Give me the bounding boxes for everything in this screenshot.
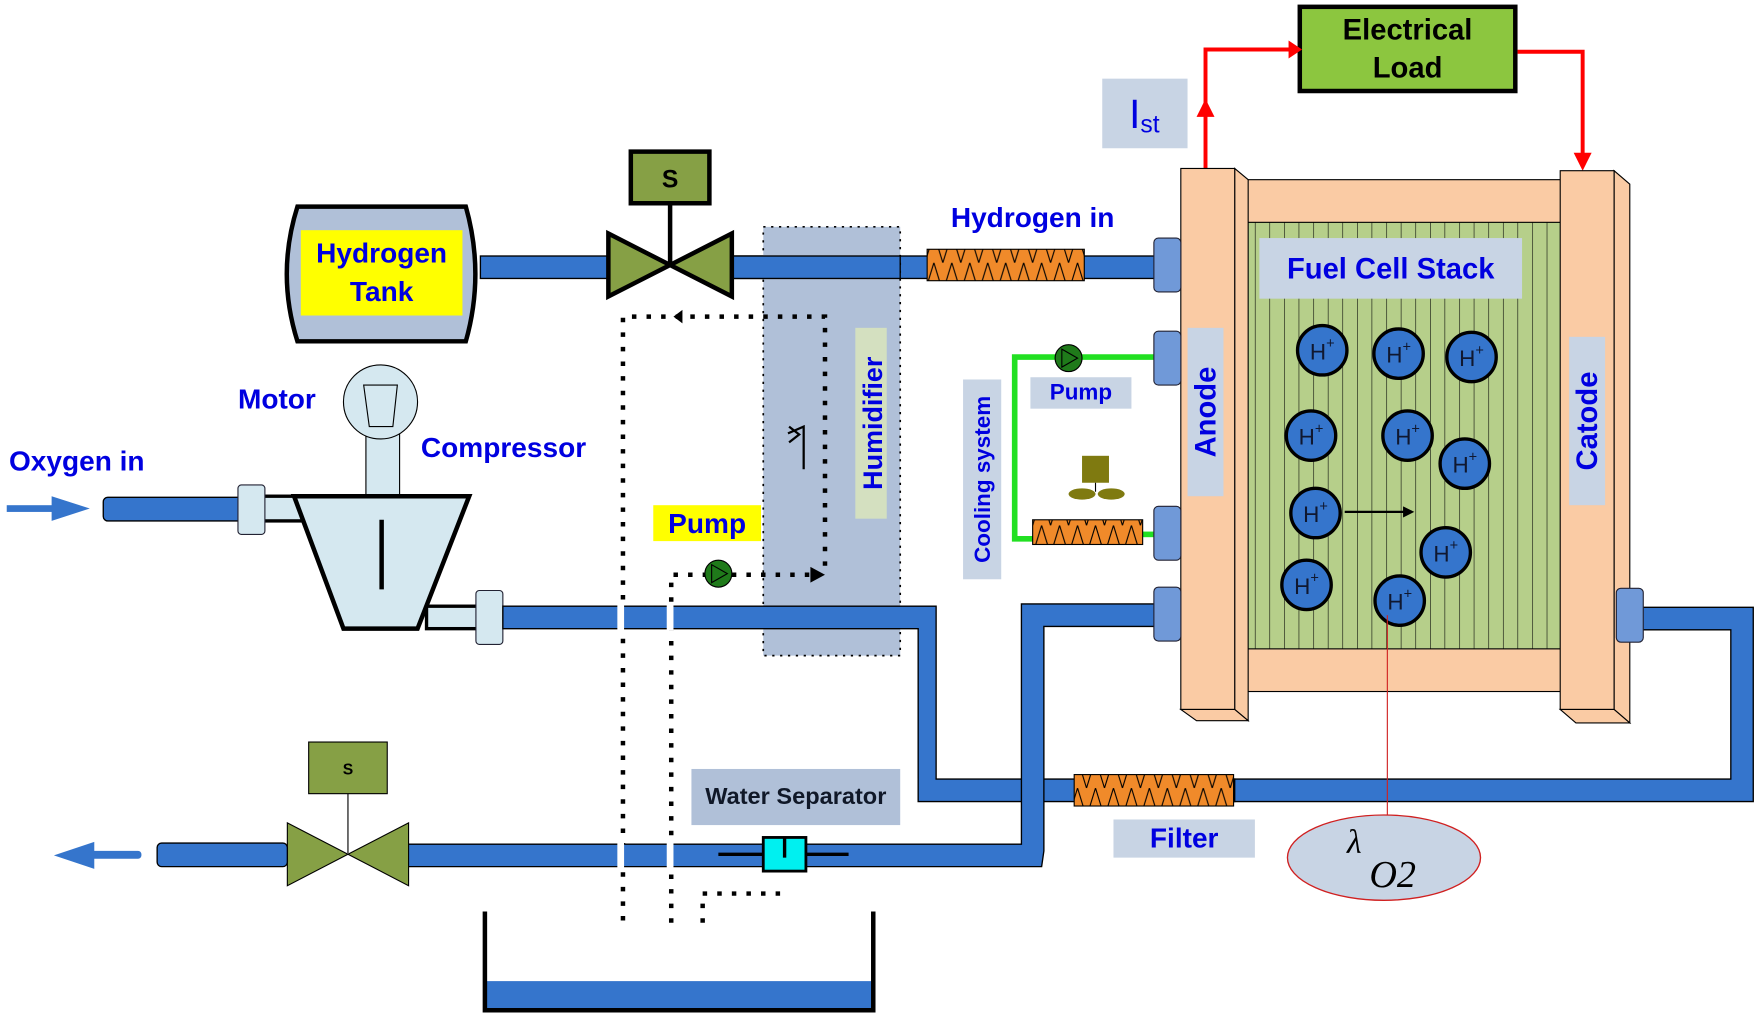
water-tank [482,911,876,1013]
hydrogen-ion: H+ [1289,486,1342,540]
ion-label: H+ [1303,499,1328,527]
arrow-up-icon [1196,98,1215,117]
current-label: I st [1102,78,1188,149]
hydrogen-ion: H+ [1381,409,1434,462]
filter [1073,774,1235,807]
current-wires [1203,47,1585,169]
hydrogen-in-label: Hydrogen in [951,202,1115,233]
arrow-right-icon [1288,40,1303,59]
cooling-pump[interactable] [1054,344,1083,373]
oxygen-excess-ratio: λ O2 [1286,814,1482,901]
cathode-outlet-pipe [1234,606,1754,803]
compressor [237,484,504,645]
fan-icon [1068,455,1125,500]
motor [342,364,419,497]
anode-label: Anode [1191,367,1223,458]
oxygen-in-pipe [102,496,250,522]
anode-exhaust-pipe [403,603,1157,868]
humidifier-pump-label: Pump [668,508,746,539]
exhaust-pipe [156,842,289,868]
hydrogen-ion: H+ [1419,525,1473,579]
hydrogen-ion: H+ [1372,327,1425,381]
solenoid-label-bottom: S [343,762,353,779]
fuel-cell-stack-label: Fuel Cell Stack [1287,253,1495,285]
electrical-load-label-1: Electrical [1343,14,1473,46]
humidifier: Humidifier [728,225,902,657]
filter-label: Filter [1150,823,1219,854]
water-separator: Water Separator [691,768,901,873]
solenoid-label-top: S [662,167,678,194]
hydrogen-tank: Hydrogen Tank [284,204,478,344]
stack-connectors [1153,237,1644,643]
hydrogen-ion: H+ [1373,574,1427,627]
hydrogen-pipe-1 [479,255,612,280]
hydrogen-tank-label-2: Tank [350,276,414,307]
exhaust-arrow-icon [53,841,142,869]
hydrogen-ion: H+ [1280,558,1333,612]
motor-label: Motor [238,384,316,415]
humidifier-pump[interactable]: Pump [653,505,762,588]
oxygen-in-label: Oxygen in [9,445,145,476]
hydrogen-heater [926,248,1085,282]
catode-label: Catode [1572,372,1604,471]
oxygen-in-arrow-icon [6,496,90,521]
compressor-label: Compressor [421,432,586,463]
hydrogen-ion: H+ [1438,437,1492,491]
humidifier-label: Humidifier [858,356,888,490]
hydrogen-ion: H+ [1295,323,1349,377]
cooling-heat-exchanger [1032,519,1144,546]
hydrogen-solenoid-valve[interactable]: S [606,149,735,301]
water-return-lines [620,309,828,923]
exhaust-solenoid-valve[interactable]: S [286,741,410,887]
hydrogen-ion: H+ [1284,409,1338,462]
hydrogen-ions: H+H+H+H+H+H+H+H+H+H+ [1280,323,1498,627]
arrow-down-icon [1573,152,1592,171]
hydrogen-ion: H+ [1445,330,1498,384]
electrical-load: Electrical Load [1297,4,1518,94]
hydrogen-tank-label-1: Hydrogen [316,238,447,269]
lambda-symbol: λ [1346,824,1362,861]
current-symbol: I [1129,91,1140,137]
cooling-system-label: Cooling system [970,396,995,563]
lambda-subscript: O2 [1369,854,1416,896]
water-separator-label: Water Separator [705,783,886,809]
current-subscript: st [1140,112,1159,139]
electrical-load-label-2: Load [1373,53,1443,85]
cooling-pump-label: Pump [1050,380,1112,405]
